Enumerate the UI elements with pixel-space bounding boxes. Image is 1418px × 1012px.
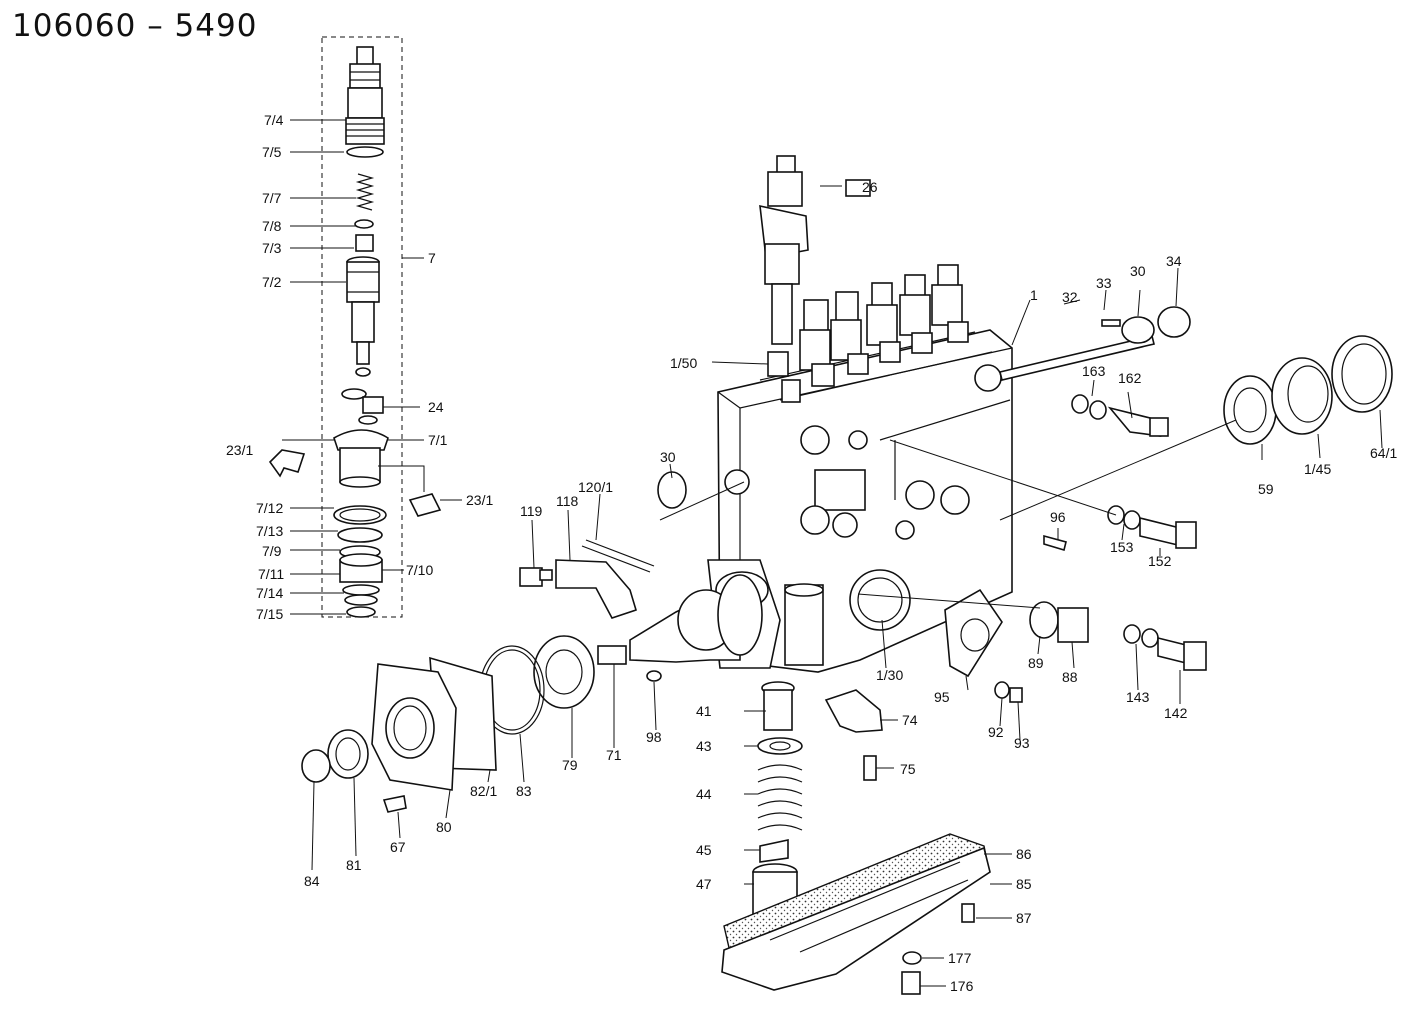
label-143: 143 xyxy=(1126,689,1150,705)
label-82-1: 82/1 xyxy=(470,783,497,799)
tappet-and-base xyxy=(721,681,991,995)
label-41: 41 xyxy=(696,703,712,719)
pump-housing xyxy=(707,155,1013,673)
label-74: 74 xyxy=(902,712,918,728)
label-153: 153 xyxy=(1110,539,1134,555)
label-92: 92 xyxy=(988,724,1004,740)
label-7-9: 7/9 xyxy=(262,543,282,559)
label-7-10: 7/10 xyxy=(406,562,433,578)
label-85: 85 xyxy=(1016,876,1032,892)
delivery-valve-assembly xyxy=(268,36,442,618)
label-83: 83 xyxy=(516,783,532,799)
label-34: 34 xyxy=(1166,253,1182,269)
label-81: 81 xyxy=(346,857,362,873)
label-47: 47 xyxy=(696,876,712,892)
label-89: 89 xyxy=(1028,655,1044,671)
label-88: 88 xyxy=(1062,669,1078,685)
label-7-3: 7/3 xyxy=(262,240,282,256)
label-1-30: 1/30 xyxy=(876,667,903,683)
label-32: 32 xyxy=(1062,289,1078,305)
label-7-2: 7/2 xyxy=(262,274,282,290)
label-118: 118 xyxy=(556,493,579,509)
label-7-5: 7/5 xyxy=(262,144,282,160)
label-95: 95 xyxy=(934,689,950,705)
label-86: 86 xyxy=(1016,846,1032,862)
label-59: 59 xyxy=(1258,481,1274,497)
control-rod xyxy=(999,306,1191,381)
label-7-8: 7/8 xyxy=(262,218,282,234)
label-176: 176 xyxy=(950,978,974,994)
label-1: 1 xyxy=(1030,287,1038,303)
label-43: 43 xyxy=(696,738,712,754)
label-7-14: 7/14 xyxy=(256,585,283,601)
outlet-fittings xyxy=(799,264,969,387)
camshaft-and-drive xyxy=(301,469,763,813)
label-96: 96 xyxy=(1050,509,1066,525)
label-26: 26 xyxy=(862,179,878,195)
label-177: 177 xyxy=(948,950,972,966)
label-30-left: 30 xyxy=(660,449,676,465)
part-labels: 7/4 7/5 7/7 7/8 7/3 7/2 7 24 23/1 7/1 23… xyxy=(226,112,1397,994)
label-1-50: 1/50 xyxy=(670,355,697,371)
label-75: 75 xyxy=(900,761,916,777)
label-98: 98 xyxy=(646,729,662,745)
label-45: 45 xyxy=(696,842,712,858)
label-71: 71 xyxy=(606,747,622,763)
diagram-title: 106060 – 5490 xyxy=(12,8,258,44)
label-23-1-left: 23/1 xyxy=(226,442,253,458)
label-79: 79 xyxy=(562,757,578,773)
label-7-15: 7/15 xyxy=(256,606,283,622)
label-84: 84 xyxy=(304,873,320,889)
label-30-top: 30 xyxy=(1130,263,1146,279)
leader-lines xyxy=(282,119,1383,987)
label-119: 119 xyxy=(520,503,543,519)
label-64-1: 64/1 xyxy=(1370,445,1397,461)
label-163: 163 xyxy=(1082,363,1106,379)
governor-side-parts xyxy=(944,335,1393,703)
label-120-1: 120/1 xyxy=(578,479,613,495)
label-93: 93 xyxy=(1014,735,1030,751)
label-7: 7 xyxy=(428,250,436,266)
label-24: 24 xyxy=(428,399,444,415)
label-142: 142 xyxy=(1164,705,1188,721)
label-44: 44 xyxy=(696,786,712,802)
label-87: 87 xyxy=(1016,910,1032,926)
label-7-7: 7/7 xyxy=(262,190,282,206)
label-23-1-right: 23/1 xyxy=(466,492,493,508)
label-7-13: 7/13 xyxy=(256,523,283,539)
label-7-1: 7/1 xyxy=(428,432,448,448)
label-33: 33 xyxy=(1096,275,1112,291)
label-7-4: 7/4 xyxy=(264,112,284,128)
label-152: 152 xyxy=(1148,553,1172,569)
label-162: 162 xyxy=(1118,370,1142,386)
label-7-11: 7/11 xyxy=(258,566,284,582)
label-67: 67 xyxy=(390,839,406,855)
label-7-12: 7/12 xyxy=(256,500,283,516)
label-80: 80 xyxy=(436,819,452,835)
label-1-45: 1/45 xyxy=(1304,461,1331,477)
